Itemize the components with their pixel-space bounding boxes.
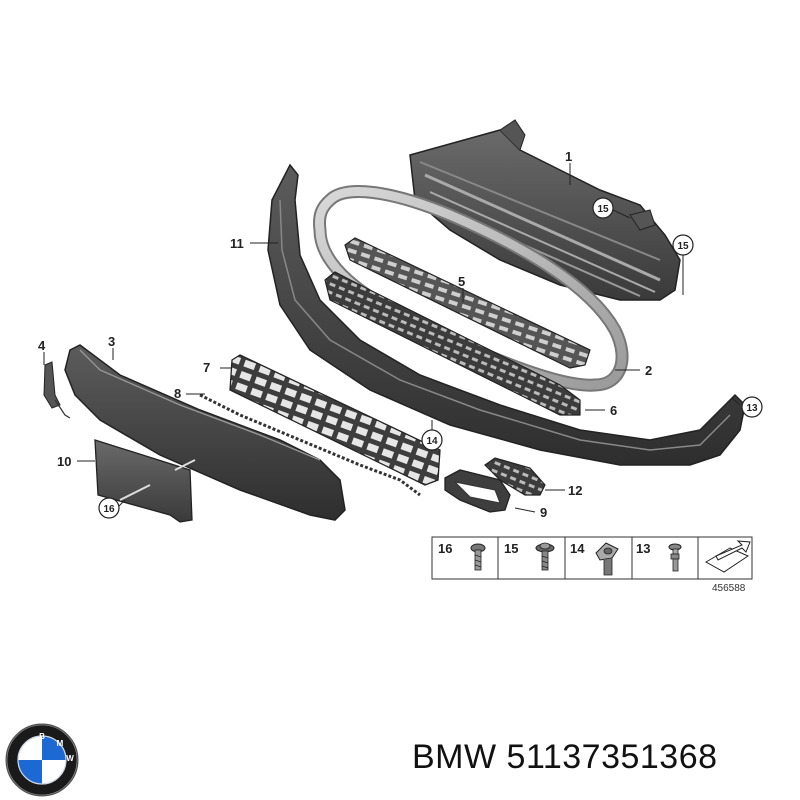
svg-text:16: 16 xyxy=(103,504,115,515)
brand-part-number: BMW 51137351368 xyxy=(412,738,718,777)
svg-text:15: 15 xyxy=(597,204,609,215)
callout-1: 1 xyxy=(565,149,572,164)
part-9-fog-bezel xyxy=(444,469,511,513)
svg-text:M: M xyxy=(57,739,64,748)
callout-13: 13 xyxy=(741,396,763,418)
part-1-upper-grille xyxy=(409,119,681,301)
screw-13-icon xyxy=(668,543,682,572)
part-4-bracket xyxy=(43,361,71,419)
callout-10: 10 xyxy=(57,454,71,469)
legend-13: 13 xyxy=(636,541,650,556)
svg-text:B: B xyxy=(39,732,45,741)
leader-lines xyxy=(43,163,741,513)
callout-11: 11 xyxy=(230,236,244,251)
callout-15-right: 15 xyxy=(672,234,694,256)
orientation-arrow-icon xyxy=(704,540,751,573)
screw-16-icon xyxy=(470,543,486,571)
brand-name: BMW xyxy=(412,738,497,776)
callout-4: 4 xyxy=(38,338,46,353)
part-10-plate-bracket xyxy=(94,439,196,523)
svg-text:13: 13 xyxy=(746,403,758,414)
callout-2: 2 xyxy=(645,363,652,378)
fastener-legend: 16 15 14 13 xyxy=(431,536,753,594)
callout-6: 6 xyxy=(610,403,617,418)
part-5-grille-insert xyxy=(344,237,591,369)
part-12-fog-bracket xyxy=(484,457,546,496)
part-3-lower-cover xyxy=(64,344,346,521)
callout-3: 3 xyxy=(108,334,115,349)
part-7-lower-mesh xyxy=(229,354,441,486)
part-6-lower-grille xyxy=(324,271,581,416)
callout-5: 5 xyxy=(458,274,465,289)
diagram-ref-number: 456588 xyxy=(712,583,746,594)
part-11-bumper-trim xyxy=(267,163,746,466)
svg-text:W: W xyxy=(66,754,74,763)
part-2-grille-frame xyxy=(313,185,629,392)
screw-15-icon xyxy=(535,542,555,571)
callout-12: 12 xyxy=(568,483,582,498)
callout-9: 9 xyxy=(540,505,547,520)
bmw-logo: B M W xyxy=(5,723,79,797)
legend-16: 16 xyxy=(438,541,452,556)
callout-8: 8 xyxy=(174,386,181,401)
callout-7: 7 xyxy=(203,360,210,375)
svg-text:14: 14 xyxy=(426,436,438,447)
callout-labels: 1 2 3 4 5 6 7 8 9 10 11 12 13 14 15 15 1… xyxy=(38,149,763,520)
part-number: 51137351368 xyxy=(506,738,718,776)
part-8-seal-strip xyxy=(199,393,421,497)
callout-14: 14 xyxy=(421,429,443,451)
callout-16: 16 xyxy=(98,497,120,519)
legend-15: 15 xyxy=(504,541,518,556)
legend-14: 14 xyxy=(570,541,585,556)
callout-15-upper: 15 xyxy=(592,197,614,219)
svg-text:15: 15 xyxy=(677,241,689,252)
clip-14-icon xyxy=(595,542,619,576)
